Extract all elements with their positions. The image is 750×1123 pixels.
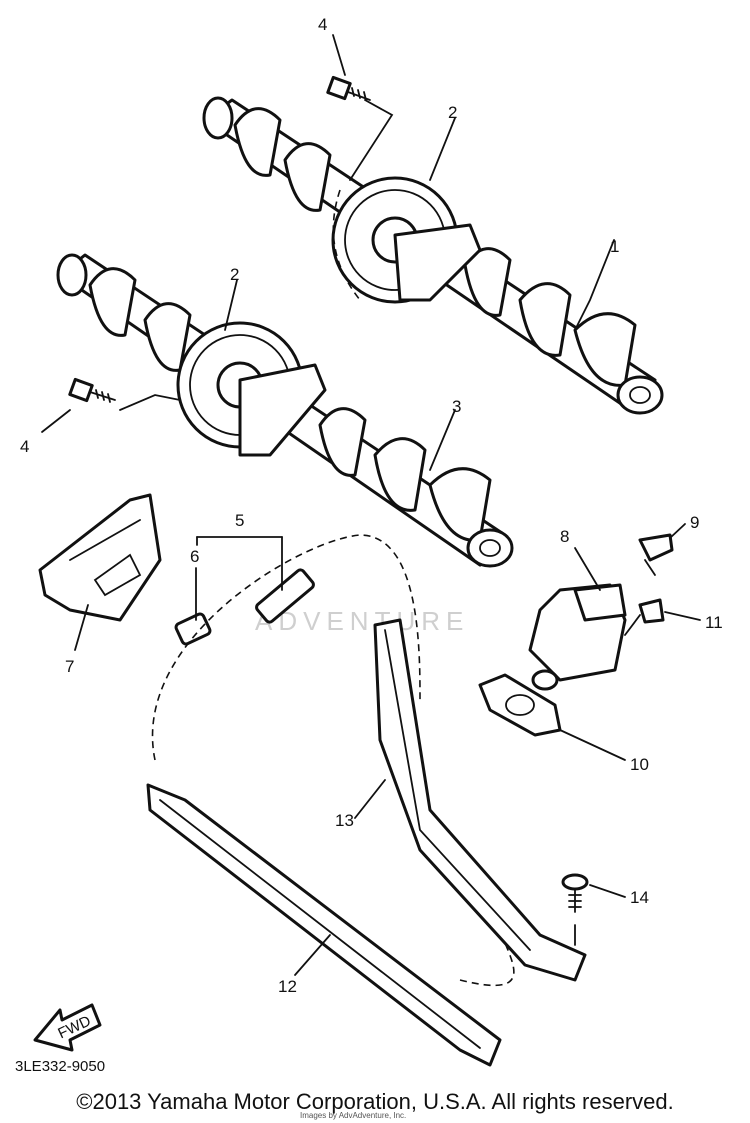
bolt-upper bbox=[326, 75, 371, 101]
callout-5: 5 bbox=[235, 511, 244, 530]
timing-chain bbox=[151, 534, 515, 987]
callout-1: 1 bbox=[610, 237, 619, 256]
chain-joint-link bbox=[174, 568, 315, 646]
part-code: 3LE332-9050 bbox=[15, 1058, 105, 1075]
bolt-lower bbox=[68, 377, 116, 403]
cam-sprocket-lower bbox=[176, 321, 327, 457]
callout-7: 7 bbox=[65, 657, 74, 676]
svg-text:ADVENTURE: ADVENTURE bbox=[255, 606, 469, 636]
callout-10: 10 bbox=[630, 755, 649, 774]
callout-3: 3 bbox=[452, 397, 461, 416]
callout-2-lower: 2 bbox=[230, 265, 239, 284]
copyright-footer: ©2013 Yamaha Motor Corporation, U.S.A. A… bbox=[76, 1089, 674, 1114]
callout-4-upper: 4 bbox=[318, 15, 327, 34]
cam-chain-tensioner bbox=[528, 583, 627, 691]
chain-guide-cover bbox=[38, 493, 162, 622]
chain-guide-intake bbox=[373, 618, 587, 982]
callout-11: 11 bbox=[705, 613, 723, 632]
callout-9: 9 bbox=[690, 513, 699, 532]
image-credit: Images by AdvAdventure, Inc. bbox=[300, 1111, 407, 1120]
callout-8: 8 bbox=[560, 527, 569, 546]
chain-guide-exhaust bbox=[146, 783, 502, 1067]
callout-12: 12 bbox=[278, 977, 297, 996]
cam-sprocket-upper bbox=[331, 176, 482, 304]
leader-lines bbox=[41, 34, 701, 976]
guide-stopper-screw bbox=[561, 873, 589, 913]
callout-6: 6 bbox=[190, 547, 199, 566]
callout-4-lower: 4 bbox=[20, 437, 29, 456]
callout-numbers: 4 2 1 2 3 4 5 6 7 8 9 11 10 13 14 12 bbox=[20, 15, 723, 996]
tensioner-cap-bolt bbox=[638, 533, 674, 576]
tensioner-mount-bolt bbox=[624, 598, 665, 636]
watermark: ADVENTURE bbox=[255, 606, 469, 636]
callout-2-upper: 2 bbox=[448, 103, 457, 122]
fwd-arrow-icon: FWD bbox=[33, 1003, 102, 1052]
callout-13: 13 bbox=[335, 811, 354, 830]
callout-14: 14 bbox=[630, 888, 649, 907]
